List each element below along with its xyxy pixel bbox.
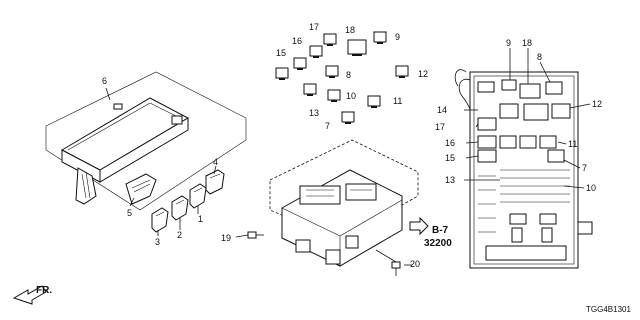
callout-7-panel[interactable]: 7 — [582, 163, 587, 173]
diagram-code: TGG4B1301 — [586, 305, 631, 314]
callout-11-relay[interactable]: 11 — [393, 96, 402, 106]
callout-16-panel[interactable]: 16 — [445, 138, 455, 148]
cover-assembly-group — [45, 71, 247, 236]
reference-section[interactable]: B-7 — [432, 225, 449, 236]
relay-7[interactable] — [341, 111, 355, 124]
callout-8-panel[interactable]: 8 — [537, 52, 542, 62]
direction-label: FR. — [36, 285, 52, 296]
callout-12-panel[interactable]: 12 — [592, 99, 602, 109]
box-cover[interactable] — [60, 97, 190, 205]
callout-11-panel[interactable]: 11 — [568, 139, 577, 149]
relay-cluster — [275, 31, 409, 124]
relay-13[interactable] — [303, 83, 317, 96]
callout-18-panel[interactable]: 18 — [522, 38, 532, 48]
arrow-icon — [12, 285, 47, 305]
callout-17-relay[interactable]: 17 — [309, 22, 319, 32]
fuse-clip-3[interactable] — [151, 207, 169, 233]
group-outline-middle — [269, 139, 419, 241]
callout-17-panel[interactable]: 17 — [435, 122, 445, 132]
callout-10-panel[interactable]: 10 — [586, 183, 596, 193]
callout-10-relay[interactable]: 10 — [346, 91, 356, 101]
callout-7-relay[interactable]: 7 — [325, 121, 330, 131]
fuse-clip-5[interactable] — [125, 173, 157, 205]
callout-15-relay[interactable]: 15 — [276, 48, 286, 58]
callout-5[interactable]: 5 — [127, 208, 132, 218]
fuse-clip-1[interactable] — [189, 183, 207, 209]
callout-19[interactable]: 19 — [221, 233, 231, 243]
front-direction-arrow — [12, 285, 47, 305]
callout-1[interactable]: 1 — [198, 214, 203, 224]
callout-13-relay[interactable]: 13 — [309, 108, 319, 118]
relay-12[interactable] — [395, 65, 409, 78]
callout-20[interactable]: 20 — [410, 259, 420, 269]
callout-13-panel[interactable]: 13 — [445, 175, 455, 185]
relay-16[interactable] — [293, 57, 307, 70]
relay-10[interactable] — [327, 89, 341, 102]
fuse-box-group — [235, 139, 419, 276]
relay-18[interactable] — [347, 39, 367, 56]
relay-15[interactable] — [275, 67, 289, 80]
fuse-clip-4[interactable] — [205, 169, 225, 195]
relay-box-body[interactable] — [281, 169, 403, 267]
callout-16-relay[interactable]: 16 — [292, 36, 302, 46]
fuse-rows — [478, 169, 570, 233]
fuse-clip-2[interactable] — [171, 195, 189, 221]
callout-6[interactable]: 6 — [102, 76, 107, 86]
callout-8-relay[interactable]: 8 — [346, 70, 351, 80]
callout-12-relay[interactable]: 12 — [418, 69, 428, 79]
callout-4[interactable]: 4 — [213, 157, 218, 167]
callout-9-relay[interactable]: 9 — [395, 32, 400, 42]
callout-3[interactable]: 3 — [155, 237, 160, 247]
relay-11[interactable] — [367, 95, 381, 108]
bolt-20[interactable] — [391, 261, 401, 276]
assembled-fuse-box[interactable] — [454, 48, 593, 269]
callout-2[interactable]: 2 — [177, 230, 182, 240]
reference-code[interactable]: 32200 — [424, 238, 452, 249]
callout-14[interactable]: 14 — [437, 105, 447, 115]
callout-18-relay[interactable]: 18 — [345, 25, 355, 35]
reference-arrow — [409, 216, 429, 236]
group-outline-left — [45, 71, 247, 211]
relay-8[interactable] — [325, 65, 339, 78]
relay-18-top[interactable] — [323, 33, 337, 46]
bolt-19[interactable] — [247, 231, 264, 239]
callout-15-panel[interactable]: 15 — [445, 153, 455, 163]
callout-9-panel[interactable]: 9 — [506, 38, 511, 48]
relay-9[interactable] — [373, 31, 387, 44]
relay-17[interactable] — [309, 45, 323, 58]
